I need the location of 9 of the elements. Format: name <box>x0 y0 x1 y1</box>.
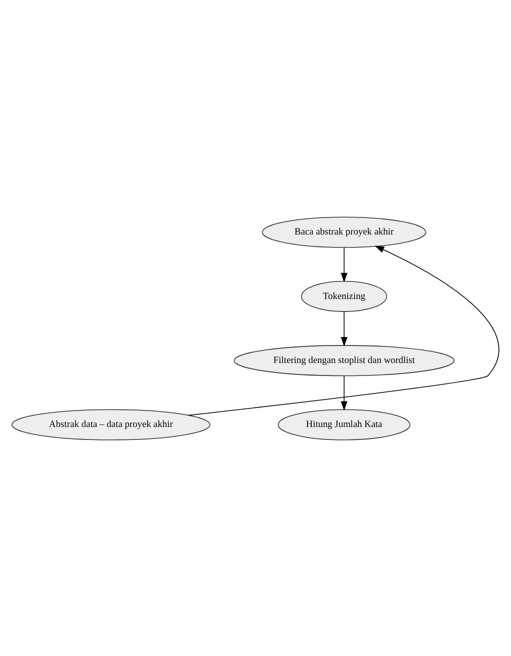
arrow <box>340 375 348 410</box>
node-ellipse: Baca abstrak proyek akhir <box>262 216 426 248</box>
arrow <box>340 310 348 346</box>
arrow <box>340 246 348 282</box>
node-ellipse: Tokenizing <box>301 280 388 312</box>
node-ellipse: Hitung Jumlah Kata <box>278 408 410 440</box>
node-ellipse: Abstrak data – data proyek akhir <box>12 408 210 440</box>
node-ellipse: Filtering dengan stoplist dan wordlist <box>234 344 454 376</box>
arrow <box>188 245 500 416</box>
